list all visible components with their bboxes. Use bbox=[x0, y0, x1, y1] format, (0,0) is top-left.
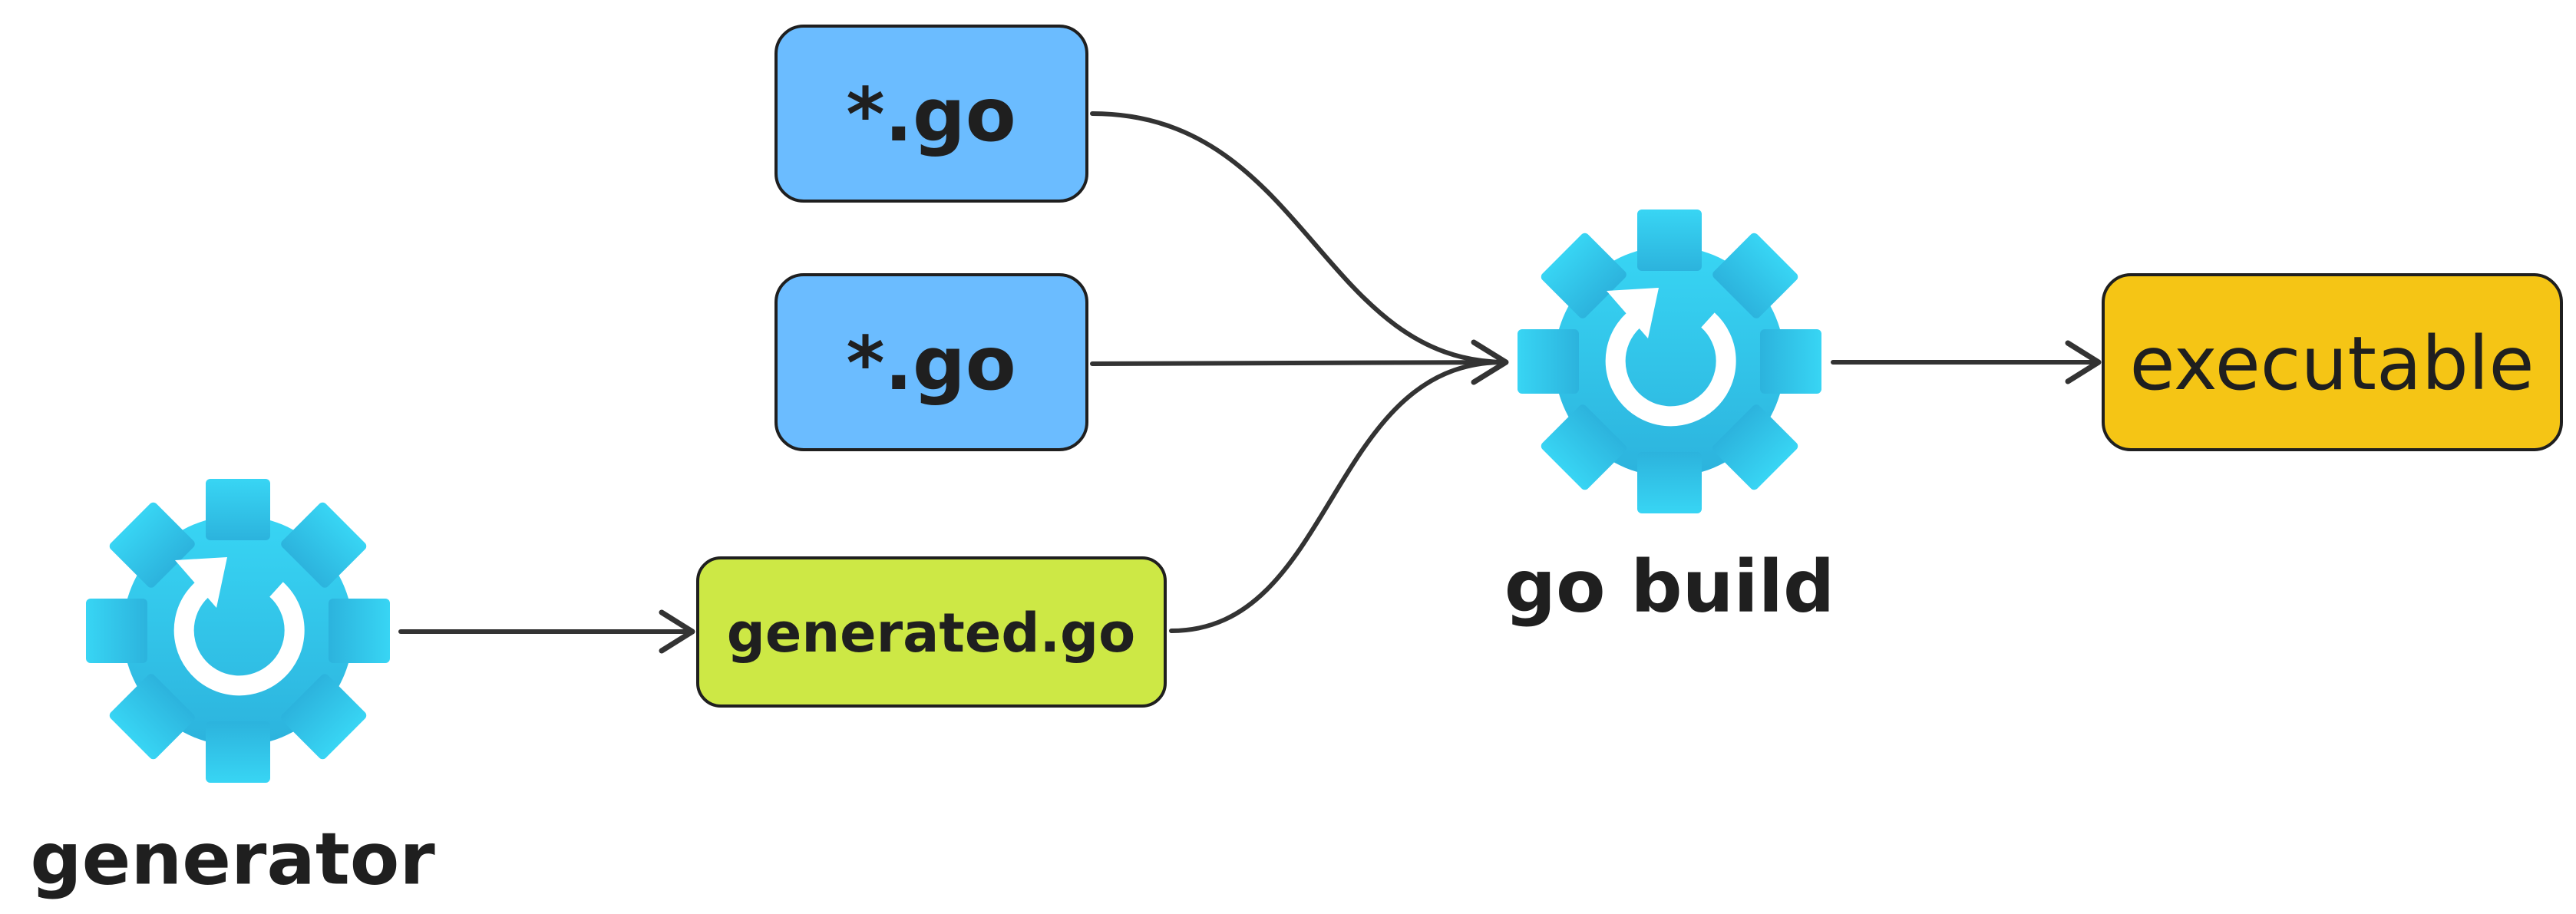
source-file-label-2: *.go bbox=[846, 321, 1016, 407]
go-build-process[interactable]: go build bbox=[1504, 210, 1835, 629]
source-file-node-2[interactable]: *.go bbox=[774, 273, 1088, 451]
generator-process[interactable]: generator bbox=[30, 479, 435, 902]
source-file-node-1[interactable]: *.go bbox=[774, 25, 1088, 203]
generated-file-node[interactable]: generated.go bbox=[696, 556, 1167, 708]
go-build-label: go build bbox=[1504, 546, 1835, 629]
executable-box bbox=[2102, 273, 2563, 451]
executable-node[interactable]: executable bbox=[2102, 273, 2563, 451]
edge-generated-to-gobuild bbox=[1169, 359, 1507, 633]
gear-refresh-icon bbox=[86, 479, 390, 783]
arrowhead-generated bbox=[659, 609, 695, 654]
edge-source1-to-gobuild bbox=[1090, 111, 1507, 365]
edge-source2-to-gobuild bbox=[1090, 360, 1507, 366]
gear-refresh-icon bbox=[1518, 210, 1821, 513]
generated-file-label: generated.go bbox=[727, 602, 1136, 665]
edges bbox=[398, 111, 2102, 654]
arrowhead-gobuild bbox=[1471, 339, 1509, 385]
source-file-box-1 bbox=[774, 25, 1088, 203]
generator-label: generator bbox=[30, 818, 435, 902]
source-file-label-1: *.go bbox=[846, 72, 1016, 158]
arrowhead-executable bbox=[2065, 340, 2102, 384]
source-file-box-2 bbox=[774, 273, 1088, 451]
generated-file-box bbox=[696, 556, 1167, 708]
executable-label: executable bbox=[2129, 321, 2534, 407]
